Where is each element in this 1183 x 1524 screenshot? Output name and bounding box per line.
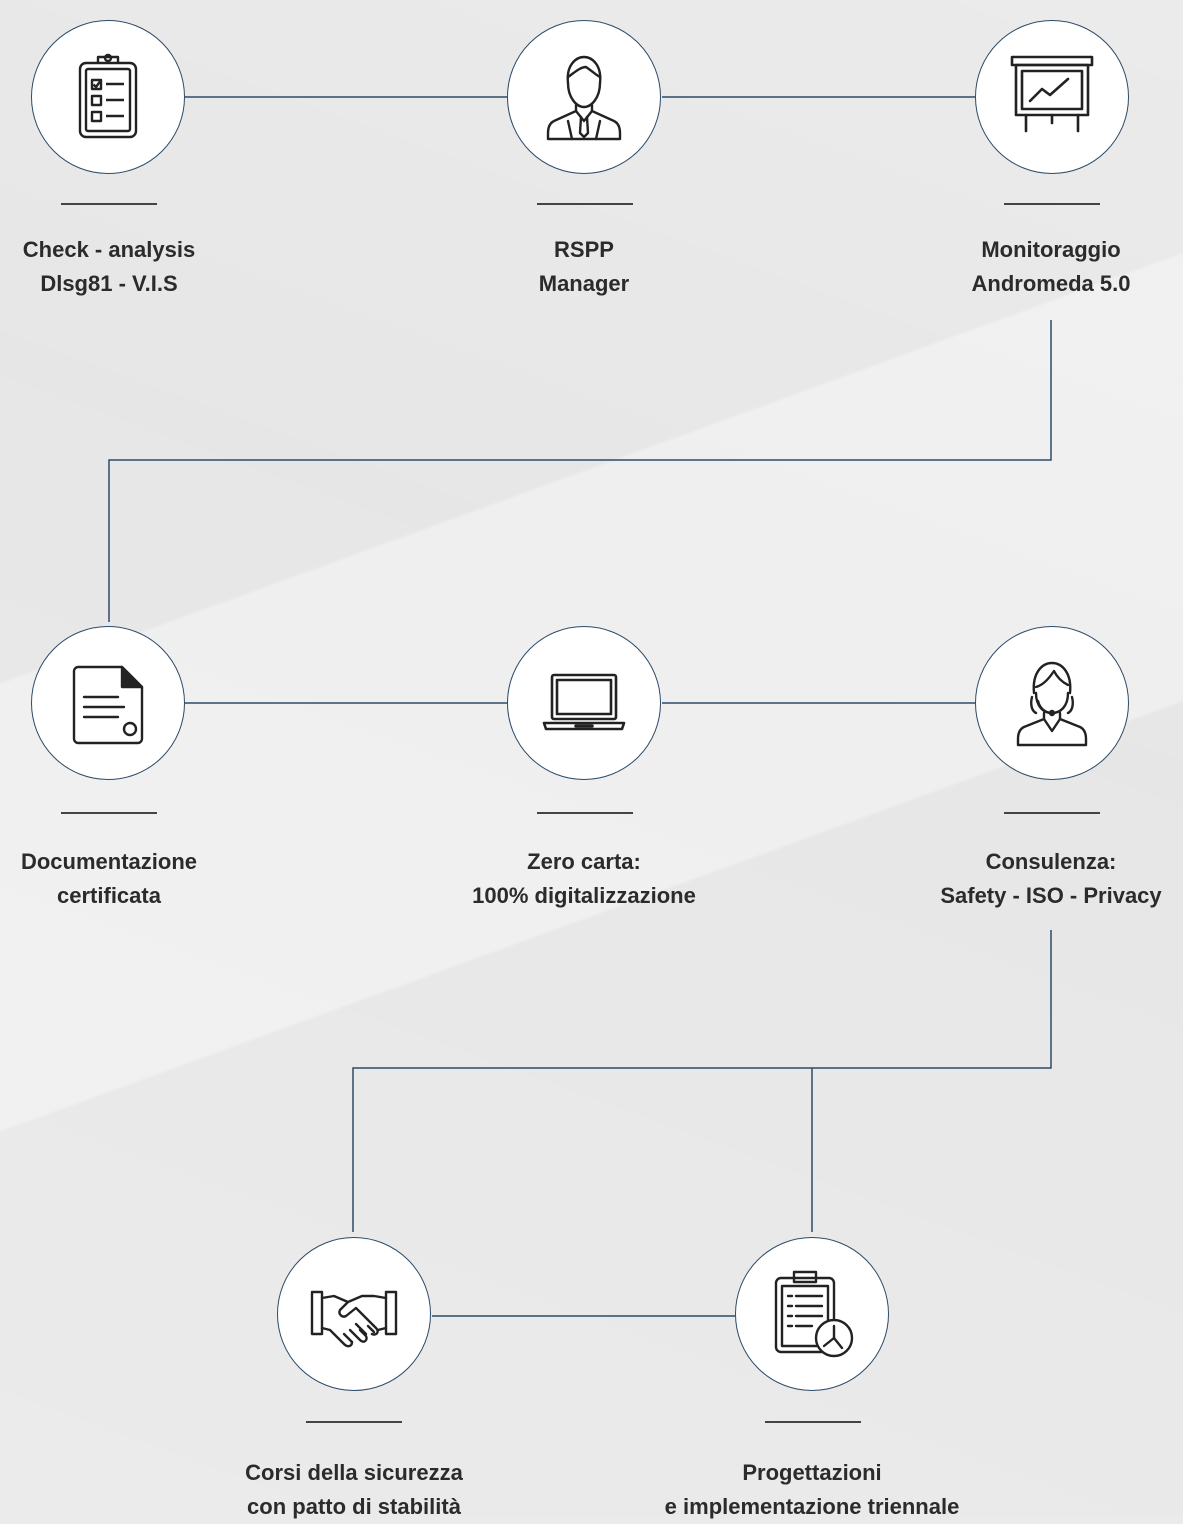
step-7-circle — [277, 1237, 431, 1391]
step-5-circle — [507, 626, 661, 780]
certified-document-icon — [72, 665, 144, 745]
step-3-subtitle: Andromeda 5.0 — [971, 271, 1131, 296]
step-1-circle — [31, 20, 185, 174]
step-8-subtitle: e implementazione triennale — [664, 1494, 960, 1519]
step-1-divider — [61, 203, 157, 205]
step-4-label: Documentazione certificata — [0, 845, 259, 913]
step-4-subtitle: certificata — [57, 883, 161, 908]
step-2-title: RSPP — [554, 237, 614, 262]
step-3-divider — [1004, 203, 1100, 205]
step-5-divider — [537, 812, 633, 814]
step-6-subtitle: Safety - ISO - Privacy — [940, 883, 1162, 908]
connector-row1-to-row2 — [108, 320, 1052, 622]
step-3-label: Monitoraggio Andromeda 5.0 — [901, 233, 1183, 301]
step-1-subtitle: Dlsg81 - V.I.S — [40, 271, 178, 296]
handshake-icon — [310, 1290, 398, 1348]
checklist-clipboard-icon — [78, 53, 138, 139]
step-6-divider — [1004, 812, 1100, 814]
step-8-divider — [765, 1421, 861, 1423]
step-3-circle — [975, 20, 1129, 174]
step-6-title: Consulenza: — [985, 849, 1117, 874]
step-7-label: Corsi della sicurezza con patto di stabi… — [204, 1456, 504, 1524]
connector-row2-to-row3 — [352, 930, 1052, 1232]
step-7-title: Corsi della sicurezza — [245, 1460, 463, 1485]
step-5-subtitle: 100% digitalizzazione — [472, 883, 696, 908]
step-4-circle — [31, 626, 185, 780]
step-8-title: Progettazioni — [742, 1460, 882, 1485]
step-5-title: Zero carta: — [527, 849, 641, 874]
step-3-title: Monitoraggio — [981, 237, 1121, 262]
businessman-icon — [546, 55, 622, 141]
step-7-subtitle: con patto di stabilità — [247, 1494, 461, 1519]
step-6-label: Consulenza: Safety - ISO - Privacy — [901, 845, 1183, 913]
step-5-label: Zero carta: 100% digitalizzazione — [434, 845, 734, 913]
step-7-divider — [306, 1421, 402, 1423]
presentation-board-chart-icon — [1010, 55, 1094, 133]
step-2-circle — [507, 20, 661, 174]
step-8-circle — [735, 1237, 889, 1391]
step-1-label: Check - analysis Dlsg81 - V.I.S — [0, 233, 259, 301]
step-4-divider — [61, 812, 157, 814]
step-1-title: Check - analysis — [22, 237, 196, 262]
step-4-title: Documentazione — [20, 849, 198, 874]
step-8-label: Progettazioni e implementazione triennal… — [662, 1456, 962, 1524]
step-2-subtitle: Manager — [538, 271, 630, 296]
consultant-headset-icon — [1016, 661, 1088, 747]
laptop-icon — [542, 673, 626, 731]
step-2-label: RSPP Manager — [434, 233, 734, 301]
step-6-circle — [975, 626, 1129, 780]
step-2-divider — [537, 203, 633, 205]
clipboard-clock-icon — [774, 1270, 854, 1358]
